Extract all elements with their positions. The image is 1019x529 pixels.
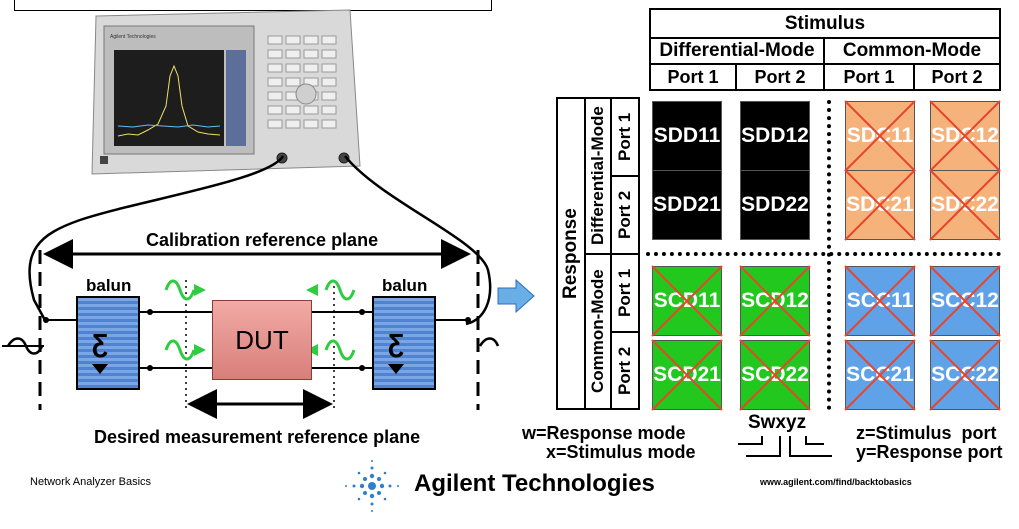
response-header: Response (560, 208, 581, 299)
transformer-icon: Ƹ (92, 328, 108, 358)
legend-w: w=Response mode (522, 423, 686, 443)
network-analyzer (91, 9, 361, 175)
measurement-setup-diagram (2, 155, 500, 419)
balun-left-label: balun (86, 276, 132, 295)
footer-url: www.agilent.com/find/backtobasics (760, 477, 912, 487)
sdd22-cell: SDD22 (740, 170, 810, 240)
balun-left: Ƹ (76, 296, 140, 390)
resp-common-mode-header: Common-Mode (588, 269, 607, 394)
analyzer-brand-label: Agilent Technologies (110, 34, 156, 40)
resp-port2-common: Port 2 (615, 346, 634, 395)
resp-port1-diff: Port 1 (615, 112, 634, 162)
desired-plane-label: Desired measurement reference plane (94, 427, 421, 447)
sdd12-cell: SDD12 (740, 101, 810, 171)
resp-port2-diff: Port 2 (615, 190, 634, 240)
agilent-spark-logo (345, 460, 399, 512)
balun-right: Ƹ (372, 296, 436, 390)
resp-port1-common: Port 1 (615, 268, 634, 318)
right-arrow-icon (497, 278, 535, 314)
balun-right-label: balun (382, 276, 428, 295)
stim-port1-common: Port 1 (823, 63, 915, 91)
resp-diff-mode-header: Differential-Mode (588, 106, 607, 246)
dut-box: DUT (212, 300, 312, 380)
legend-y: y=Response port (856, 442, 1003, 462)
sdd21-cell: SDD21 (652, 170, 722, 240)
resp-port-box-4 (610, 331, 640, 410)
footer-left-text: Network Analyzer Basics (30, 476, 152, 488)
ground-icon (92, 364, 108, 374)
title-placeholder-box (14, 0, 492, 11)
legend-brackets (738, 436, 832, 457)
footer-company: Agilent Technologies (414, 470, 655, 497)
sdd11-cell: SDD11 (652, 101, 722, 171)
stimulus-header: Stimulus (649, 8, 1001, 39)
transformer-icon: Ƹ (388, 328, 404, 358)
legend-z: z=Stimulus port (856, 423, 997, 443)
cross-overlay (651, 100, 1001, 411)
quadrant-divider-horizontal (646, 252, 1001, 256)
ground-icon (388, 364, 404, 374)
calibration-plane-label: Calibration reference plane (146, 230, 379, 250)
legend-symbol: Swxyz (748, 412, 807, 433)
stim-port2-diff: Port 2 (735, 63, 825, 91)
stim-port2-common: Port 2 (913, 63, 1001, 91)
legend-x: x=Stimulus mode (546, 442, 696, 462)
stim-port1-diff: Port 1 (649, 63, 737, 91)
stim-diff-mode-header: Differential-Mode (649, 37, 825, 65)
stim-common-mode-header: Common-Mode (823, 37, 1001, 65)
dut-label: DUT (235, 324, 289, 355)
